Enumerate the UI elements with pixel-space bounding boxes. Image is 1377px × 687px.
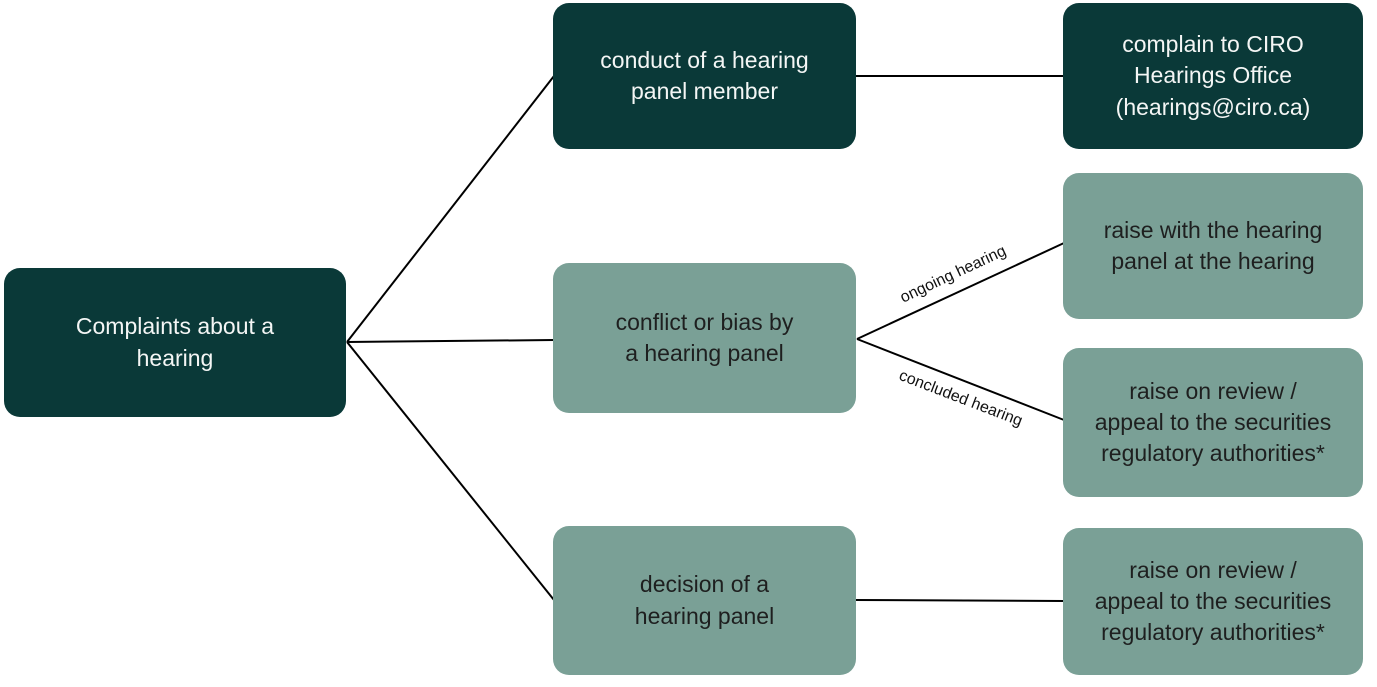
node-decision-of-panel: decision of a hearing panel [553, 526, 856, 675]
connector-decision-review [854, 599, 1065, 602]
node-complain-to-ciro: complain to CIRO Hearings Office (hearin… [1063, 3, 1363, 149]
node-conduct-of-panel-member: conduct of a hearing panel member [553, 3, 856, 149]
connector-root-decision [346, 341, 555, 601]
node-complain-label: complain to CIRO Hearings Office (hearin… [1115, 31, 1311, 120]
node-raise-review-decision: raise on review / appeal to the securiti… [1063, 528, 1363, 675]
node-conflict-or-bias: conflict or bias by a hearing panel [553, 263, 856, 413]
node-conflict-label: conflict or bias by a hearing panel [615, 308, 794, 366]
node-raise-review-concluded: raise on review / appeal to the securiti… [1063, 348, 1363, 497]
node-conduct-label: conduct of a hearing panel member [600, 46, 809, 104]
node-complaints-root-label: Complaints about a hearing [75, 313, 275, 371]
node-raise-at-hearing: raise with the hearing panel at the hear… [1063, 173, 1363, 319]
connector-root-conflict [346, 339, 555, 343]
node-complaints-root: Complaints about a hearing [4, 268, 346, 417]
node-raise-review-decision-label: raise on review / appeal to the securiti… [1094, 556, 1332, 646]
connector-conflict-concluded [856, 338, 1065, 421]
node-decision-label: decision of a hearing panel [634, 571, 775, 629]
connector-conflict-ongoing [856, 242, 1065, 340]
node-raise-review-concluded-label: raise on review / appeal to the securiti… [1094, 377, 1332, 467]
connector-root-conduct [346, 75, 555, 343]
node-raise-at-hearing-label: raise with the hearing panel at the hear… [1103, 216, 1323, 274]
